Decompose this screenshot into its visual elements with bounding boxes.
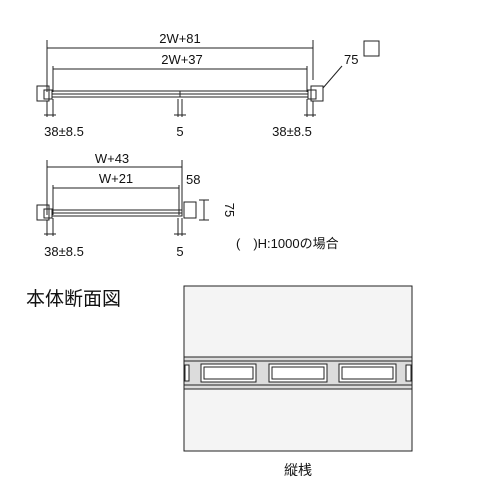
left-post-inner [43,89,53,100]
dim-right-offset-text: 38±8.5 [272,124,312,139]
label-75: 75 [344,52,358,67]
slot-1-inner [203,366,254,380]
left-post-box-single [36,204,50,221]
dim-overall-width: 2W+81 [159,31,201,46]
dim-75-text: 75 [222,203,237,217]
leader-line [322,65,343,89]
right-end-block [183,201,197,219]
dim-single-offset-text: 38±8.5 [44,244,84,259]
slot-right-edge [405,364,412,382]
slot-1 [200,363,257,383]
dim-inner-width: 2W+37 [161,52,203,67]
top-view: 2W+81 2W+37 75 38±8.5 5 38±8.5 [36,31,380,139]
dim-left-offset-text: 38±8.5 [44,124,84,139]
section-view: 本体断面図 縦桟 [26,285,413,478]
left-post-box [36,85,50,102]
slot-3 [338,363,397,383]
dim-inner-width-single: W+21 [99,171,133,186]
slot-3-inner [341,366,394,380]
dim-overall-width-single: W+43 [95,151,129,166]
dim-58: 58 [186,172,200,187]
right-post-inner [307,89,317,100]
dim-single-gap-text: 5 [176,244,183,259]
label-box [363,40,380,57]
right-post-box [310,85,324,102]
slot-left-edge [184,364,190,382]
slot-2-inner [271,366,325,380]
middle-view: W+43 W+21 58 75 38±8.5 5 ( )H:1000の場合 [36,151,339,259]
left-post-inner-single [43,208,53,219]
section-title: 本体断面図 [26,288,121,310]
slot-2 [268,363,328,383]
height-note: ( )H:1000の場合 [236,236,339,251]
section-caption: 縦桟 [284,462,312,478]
dim-center-gap-text: 5 [176,124,183,139]
